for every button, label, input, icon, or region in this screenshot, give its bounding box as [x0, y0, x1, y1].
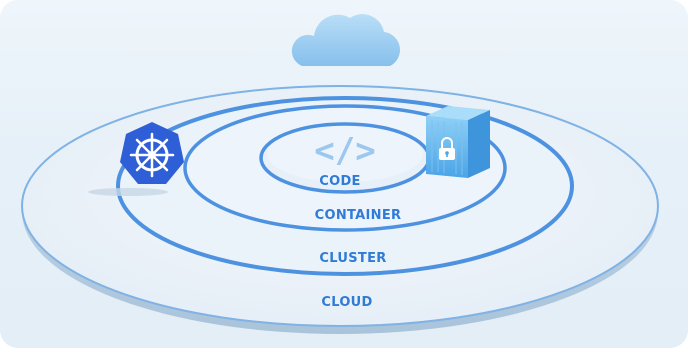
shipping-container-icon: [426, 106, 490, 178]
code-brackets-icon: </>: [314, 131, 375, 171]
cloud-icon: [291, 14, 400, 67]
layer-label-cloud: CLOUD: [321, 295, 372, 310]
layer-label-container: CONTAINER: [315, 208, 402, 223]
kubernetes-helm-icon: [88, 122, 184, 196]
layer-label-code: CODE: [319, 174, 360, 189]
layer-label-cluster: CLUSTER: [319, 251, 386, 266]
code-ring: [259, 122, 431, 194]
lock-icon: [439, 137, 455, 160]
